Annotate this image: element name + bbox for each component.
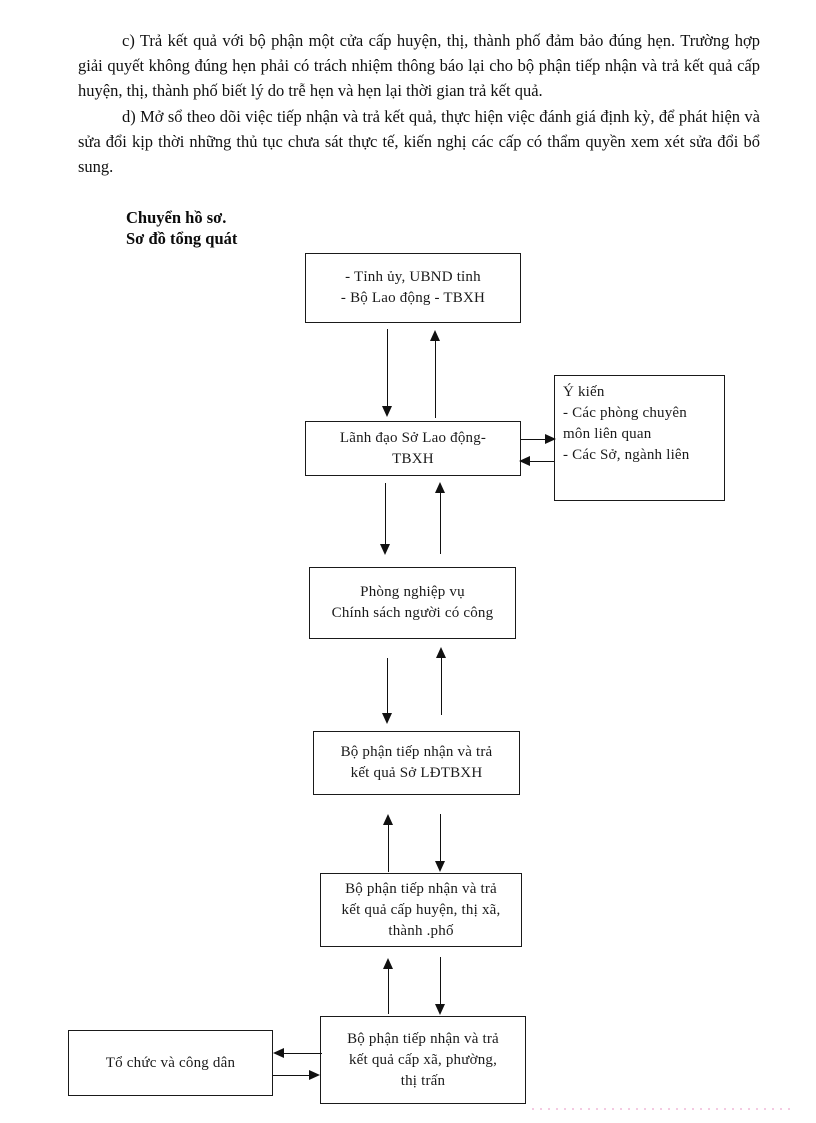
arrowhead-left-icon [519, 455, 530, 466]
heading-chuyen-ho-so: Chuyển hồ sơ. [126, 208, 227, 227]
edge-line [387, 658, 388, 715]
flow-node-commune-line-1: Bộ phận tiếp nhận và trả [347, 1030, 499, 1047]
flow-node-province-line-1: - Tỉnh ủy, UBND tỉnh [345, 269, 481, 285]
edge-line [388, 824, 389, 872]
body-text: c) Trả kết quả với bộ phận một cửa cấp h… [78, 28, 760, 179]
arrowhead-down-icon [379, 544, 390, 555]
flow-node-opinion-line-2: - Các phòng chuyên [563, 405, 687, 421]
paragraph-c: c) Trả kết quả với bộ phận một cửa cấp h… [78, 31, 760, 101]
arrowhead-down-icon [381, 406, 392, 417]
arrowhead-up-icon [382, 958, 393, 969]
flow-node-reception-dept-line-1: Bộ phận tiếp nhận và trả [340, 744, 493, 760]
heading-so-do-tong-quat: Sơ đồ tổng quát [126, 229, 238, 248]
flow-node-reception-dept: Bộ phận tiếp nhận và trả kết quả Sở LĐTB… [313, 731, 520, 795]
flow-node-opinion-line-1: Ý kiến [563, 384, 605, 400]
flow-node-opinion-line-4: - Các Sở, ngành liên [563, 447, 690, 463]
flow-node-leadership-line-2: TBXH [392, 450, 434, 467]
arrowhead-left-icon [273, 1047, 284, 1058]
flow-node-commune: Bộ phận tiếp nhận và trả kết quả cấp xã,… [320, 1016, 526, 1104]
flow-node-opinion-line-3: môn liên quan [563, 426, 652, 442]
flow-node-commune-line-2: kết quả cấp xã, phường, [348, 1051, 498, 1068]
edge-line [521, 461, 554, 462]
edge-line [521, 439, 554, 440]
arrowhead-down-icon [381, 713, 392, 724]
edge-line [435, 340, 436, 418]
scan-artifact-line [532, 1108, 794, 1110]
edge-line [385, 483, 386, 545]
flow-node-citizens: Tổ chức và công dân [68, 1030, 273, 1096]
edge-line [440, 957, 441, 1005]
arrowhead-down-icon [434, 1004, 445, 1015]
flow-node-division-line-2: Chính sách người có công [331, 605, 494, 621]
flow-node-province: - Tỉnh ủy, UBND tỉnh - Bộ Lao động - TBX… [305, 253, 521, 323]
arrowhead-up-icon [434, 482, 445, 493]
flow-node-commune-line-3: thị trấn [400, 1072, 446, 1089]
flow-node-division: Phòng nghiệp vụ Chính sách người có công [309, 567, 516, 639]
flow-node-citizens-line-1: Tổ chức và công dân [105, 1054, 236, 1071]
edge-line [273, 1075, 311, 1076]
flow-node-district-line-2: kết quả cấp huyện, thị xã, [341, 901, 501, 918]
flow-node-reception-dept-line-2: kết quả Sở LĐTBXH [350, 765, 483, 781]
arrowhead-up-icon [429, 330, 440, 341]
arrowhead-down-icon [434, 861, 445, 872]
flow-node-opinion: Ý kiến - Các phòng chuyên môn liên quan … [554, 375, 725, 501]
edge-line [441, 657, 442, 715]
flow-node-district-line-1: Bộ phận tiếp nhận và trả [345, 880, 497, 897]
flow-node-province-line-2: - Bộ Lao động - TBXH [340, 290, 486, 306]
flow-node-district: Bộ phận tiếp nhận và trả kết quả cấp huy… [320, 873, 522, 947]
arrowhead-right-icon [545, 433, 556, 444]
arrowhead-right-icon [309, 1069, 320, 1080]
flow-node-leadership: Lãnh đạo Sở Lao động- TBXH [305, 421, 521, 476]
flow-node-district-line-3: thành .phố [388, 922, 454, 939]
paragraph-d: d) Mở sổ theo dõi việc tiếp nhận và trả … [78, 106, 760, 177]
edge-line [388, 968, 389, 1014]
flow-node-leadership-line-1: Lãnh đạo Sở Lao động- [339, 429, 487, 446]
flow-node-division-line-1: Phòng nghiệp vụ [360, 584, 465, 600]
arrowhead-up-icon [435, 647, 446, 658]
edge-line [440, 814, 441, 862]
edge-line [284, 1053, 322, 1054]
arrowhead-up-icon [382, 814, 393, 825]
edge-line [440, 492, 441, 554]
edge-line [387, 329, 388, 407]
